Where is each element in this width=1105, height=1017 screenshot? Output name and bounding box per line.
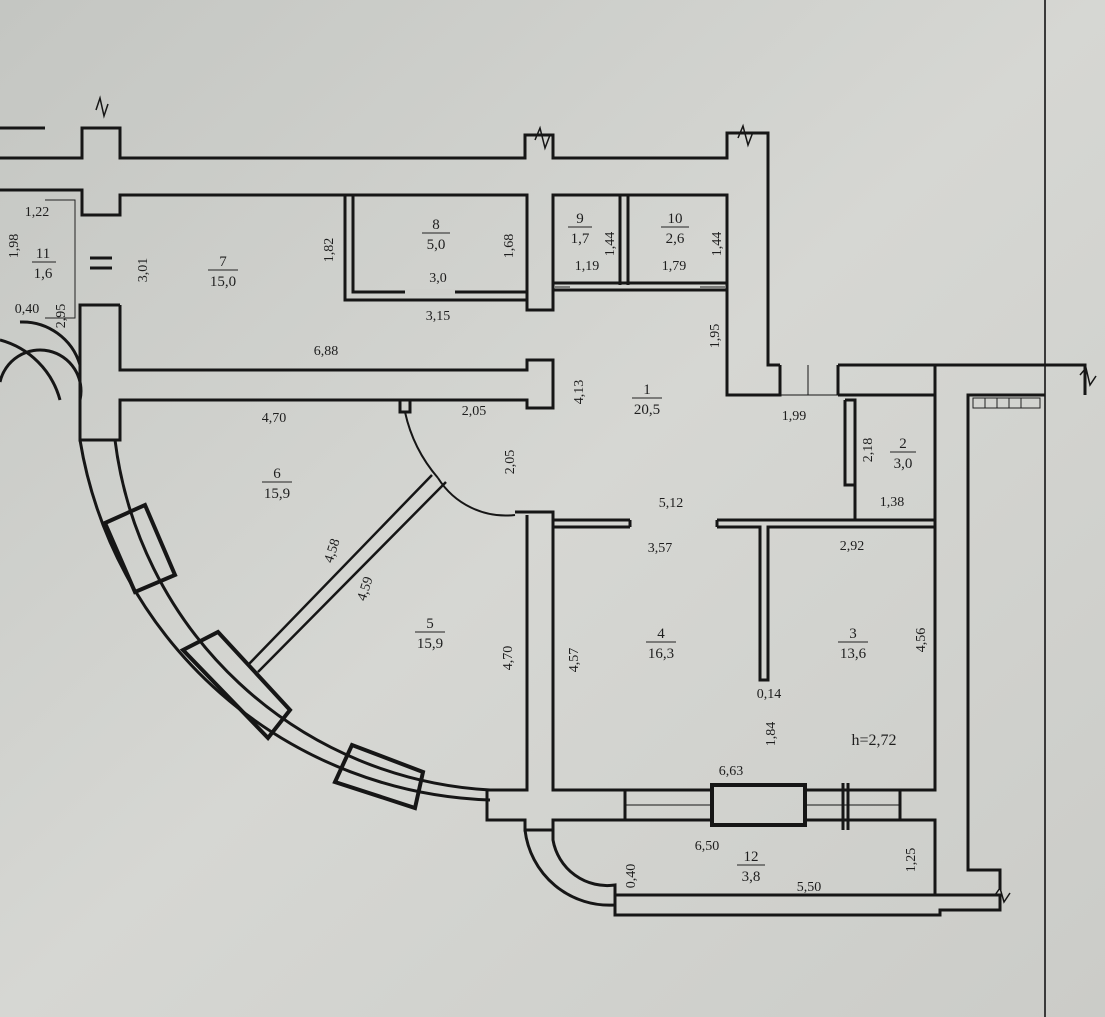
room-label-7: 7 15,0 bbox=[208, 254, 238, 290]
room-number: 3 bbox=[849, 626, 857, 642]
room-area: 15,9 bbox=[417, 636, 443, 652]
dimension-label: 1,19 bbox=[575, 259, 600, 274]
dimension-label: 3,01 bbox=[136, 258, 151, 283]
dimension-label: 4,56 bbox=[914, 628, 929, 653]
room-number: 12 bbox=[744, 849, 759, 865]
walls bbox=[0, 126, 1087, 917]
dimension-label: 1,22 bbox=[25, 205, 50, 220]
room-label-5: 5 15,9 bbox=[415, 616, 445, 652]
dimension-label: 1,95 bbox=[708, 324, 723, 349]
dimension-labels: 1,22 1,98 0,40 2,95 3,01 1,82 3,0 1,68 3… bbox=[7, 205, 929, 895]
room-area: 5,0 bbox=[427, 237, 446, 253]
dimension-label: 1,25 bbox=[904, 848, 919, 873]
dimension-label: 4,58 bbox=[322, 537, 344, 565]
room-label-3: 3 13,6 bbox=[838, 626, 868, 662]
room-area: 3,0 bbox=[894, 456, 913, 472]
room-label-12: 12 3,8 bbox=[737, 849, 765, 885]
dimension-label: 6,50 bbox=[695, 839, 720, 854]
room-number: 6 bbox=[273, 466, 281, 482]
dimension-label: 1,44 bbox=[603, 232, 618, 257]
room-area: 15,0 bbox=[210, 274, 236, 290]
dimension-label: 6,88 bbox=[314, 344, 339, 359]
room-area: 3,8 bbox=[742, 869, 761, 885]
dimension-label: 0,14 bbox=[757, 687, 782, 702]
room-label-8: 8 5,0 bbox=[422, 217, 450, 253]
room-area: 2,6 bbox=[666, 231, 685, 247]
room-number: 2 bbox=[899, 436, 907, 452]
dimension-label: 1,38 bbox=[880, 495, 905, 510]
dimension-label: 1,99 bbox=[782, 409, 807, 424]
room-number: 9 bbox=[576, 211, 584, 227]
thin-lines bbox=[45, 199, 1041, 409]
dimension-label: 2,05 bbox=[503, 450, 518, 475]
dimension-label: 1,79 bbox=[662, 259, 687, 274]
dimension-label: 4,13 bbox=[572, 380, 587, 405]
break-marks bbox=[95, 95, 1097, 904]
room-area: 1,7 bbox=[571, 231, 590, 247]
dimension-label: 3,57 bbox=[648, 541, 673, 556]
dimension-label: 6,63 bbox=[719, 764, 744, 779]
dimension-label: 1,82 bbox=[322, 238, 337, 263]
room-area: 13,6 bbox=[840, 646, 867, 662]
dimension-label: 2,92 bbox=[840, 539, 865, 554]
dimension-label: 4,59 bbox=[355, 575, 377, 603]
room-label-9: 9 1,7 bbox=[568, 211, 592, 247]
dimension-label: 1,44 bbox=[710, 232, 725, 257]
dimension-label: 1,84 bbox=[764, 722, 779, 747]
dimension-label: 4,70 bbox=[501, 646, 516, 671]
room-number: 4 bbox=[657, 626, 665, 642]
room-number: 1 bbox=[643, 382, 651, 398]
room-label-4: 4 16,3 bbox=[646, 626, 676, 662]
room-area: 16,3 bbox=[648, 646, 674, 662]
room-number: 5 bbox=[426, 616, 434, 632]
room-number: 8 bbox=[432, 217, 440, 233]
dimension-label: 2,95 bbox=[54, 304, 69, 329]
dimension-label: 0,40 bbox=[624, 864, 639, 889]
room-label-11: 11 1,6 bbox=[32, 246, 56, 282]
room-label-1: 1 20,5 bbox=[632, 382, 662, 418]
dimension-label: 0,40 bbox=[15, 302, 40, 317]
dimension-label: 1,68 bbox=[502, 234, 517, 259]
room-area: 15,9 bbox=[264, 486, 290, 502]
dimension-label: 2,05 bbox=[462, 404, 487, 419]
dimension-label: 4,70 bbox=[262, 411, 287, 426]
ceiling-height-label: h=2,72 bbox=[851, 732, 896, 749]
dimension-label: 5,12 bbox=[659, 496, 684, 511]
dimension-label: 3,0 bbox=[429, 271, 447, 286]
room-number: 7 bbox=[219, 254, 227, 270]
room-labels: 1 20,5 2 3,0 3 13,6 4 16,3 5 15,9 6 15,9 bbox=[32, 211, 916, 885]
dimension-label: 5,50 bbox=[797, 880, 822, 895]
room-number: 10 bbox=[668, 211, 683, 227]
room-area: 1,6 bbox=[34, 266, 53, 282]
room-label-10: 10 2,6 bbox=[661, 211, 689, 247]
dimension-label: 2,18 bbox=[861, 438, 876, 463]
room-number: 11 bbox=[36, 246, 50, 262]
dimension-label: 3,15 bbox=[426, 309, 451, 324]
dimension-label: 4,57 bbox=[567, 648, 582, 673]
room-label-2: 2 3,0 bbox=[890, 436, 916, 472]
room-area: 20,5 bbox=[634, 402, 660, 418]
room-label-6: 6 15,9 bbox=[262, 466, 292, 502]
dimension-label: 1,98 bbox=[7, 234, 22, 259]
